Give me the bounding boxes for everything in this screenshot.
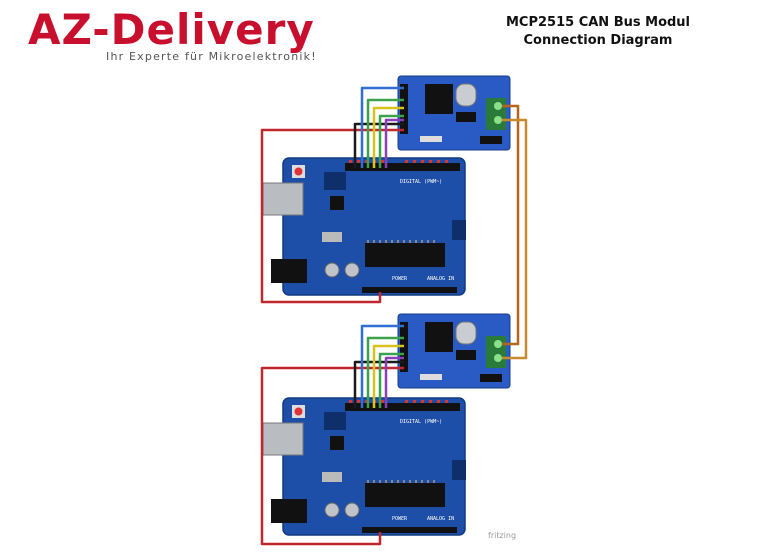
title-line-2: Connection Diagram (523, 33, 673, 48)
gnd-wire (353, 360, 404, 408)
arduino-uno-bottom: DIGITAL (PWM~) ANALOG IN POWER (262, 397, 466, 536)
mcp2515-module-bottom (397, 313, 511, 389)
mosi-wire (366, 98, 404, 168)
mcp2515-module-top (397, 75, 511, 151)
cs-wire (360, 324, 404, 408)
az-delivery-logo: AZ-Delivery Ihr Experte für Mikroelektro… (28, 6, 348, 68)
vcc-wire (260, 366, 404, 546)
wires-bottom (260, 324, 404, 546)
power-jack (271, 499, 307, 523)
can-l-wire (502, 118, 528, 360)
gnd-wire (353, 122, 404, 168)
diagram-title: MCP2515 CAN Bus Modul Connection Diagram (488, 14, 708, 50)
arduino-uno-top: DIGITAL (PWM~) ANALOG IN POWER (262, 157, 466, 296)
int-wire (384, 356, 404, 408)
atmega-chip (365, 483, 445, 507)
miso-wire (372, 106, 404, 168)
can-bus-wires (502, 104, 528, 360)
power-label-bottom: POWER (392, 516, 408, 522)
mcp2515-chip (425, 84, 453, 114)
usb-port (262, 422, 304, 456)
vcc-wire (260, 128, 404, 304)
usb-port (262, 182, 304, 216)
can-h-wire (502, 104, 520, 346)
power-label-top: POWER (392, 276, 408, 282)
analog-label-bottom: ANALOG IN (427, 516, 454, 522)
miso-wire (372, 344, 404, 408)
fritzing-watermark: fritzing (488, 531, 516, 540)
title-line-1: MCP2515 CAN Bus Modul (505, 15, 691, 30)
wires-top (260, 86, 404, 304)
mcp2515-chip (425, 322, 453, 352)
analog-label-top: ANALOG IN (427, 276, 454, 282)
power-jack (271, 259, 307, 283)
atmega-chip (365, 243, 445, 267)
int-wire (384, 118, 404, 168)
sck-wire (378, 114, 404, 168)
mosi-wire (366, 336, 404, 408)
digital-label-bottom: DIGITAL (PWM~) (400, 419, 442, 425)
cs-wire (360, 86, 404, 168)
sck-wire (378, 352, 404, 408)
logo-tagline: Ihr Experte für Mikroelektronik! (106, 50, 317, 63)
digital-label-top: DIGITAL (PWM~) (400, 179, 442, 185)
logo-brand: AZ-Delivery (28, 5, 315, 54)
